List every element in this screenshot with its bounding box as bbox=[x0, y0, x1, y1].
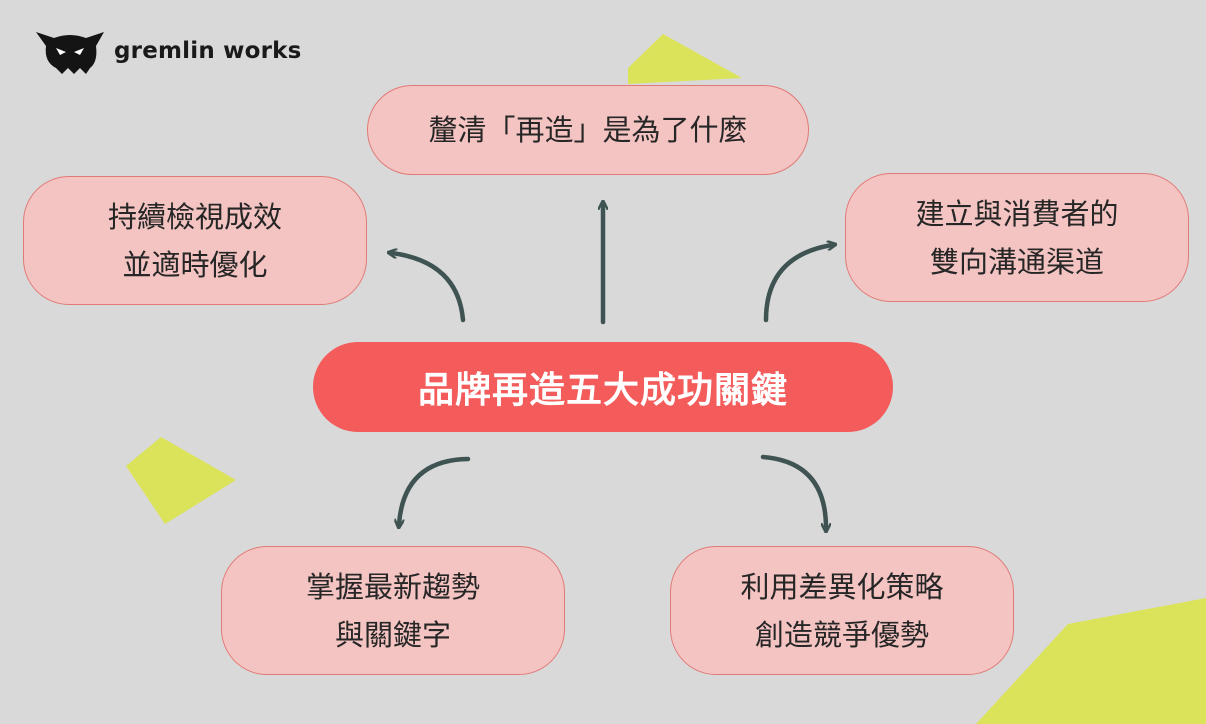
node-bottom-right: 利用差異化策略 創造競爭優勢 bbox=[670, 546, 1014, 675]
node-bottom-left: 掌握最新趨勢 與關鍵字 bbox=[221, 546, 565, 675]
node-right-line2: 雙向溝通渠道 bbox=[929, 244, 1104, 279]
arrow-to-left bbox=[392, 253, 466, 323]
node-bottom-right-line1: 利用差異化策略 bbox=[740, 569, 944, 604]
accent-shape-top bbox=[628, 34, 742, 84]
node-left-line1: 持續檢視成效 bbox=[107, 199, 282, 234]
arrow-to-bottom-left bbox=[399, 456, 471, 524]
node-bottom-right-line2: 創造競爭優勢 bbox=[754, 617, 929, 652]
node-right: 建立與消費者的 雙向溝通渠道 bbox=[845, 173, 1189, 302]
node-left: 持續檢視成效 並適時優化 bbox=[23, 176, 367, 305]
brand-name: gremlin works bbox=[114, 38, 302, 64]
node-right-line1: 建立與消費者的 bbox=[915, 196, 1119, 231]
arrow-to-right bbox=[763, 245, 832, 323]
accent-shape-bottom-right bbox=[976, 598, 1206, 724]
node-bottom-left-line2: 與關鍵字 bbox=[334, 617, 451, 652]
node-left-line2: 並適時優化 bbox=[122, 247, 268, 282]
arrow-to-bottom-right bbox=[760, 454, 826, 528]
node-top: 釐清「再造」是為了什麼 bbox=[367, 85, 809, 175]
accent-shape-left bbox=[126, 437, 236, 524]
center-title: 品牌再造五大成功關鍵 bbox=[417, 370, 788, 411]
node-top-text: 釐清「再造」是為了什麼 bbox=[428, 113, 748, 147]
brand-logo: gremlin works bbox=[34, 26, 302, 76]
center-node: 品牌再造五大成功關鍵 bbox=[313, 342, 893, 432]
gremlin-cat-icon bbox=[36, 32, 104, 74]
node-bottom-left-line1: 掌握最新趨勢 bbox=[305, 569, 480, 604]
